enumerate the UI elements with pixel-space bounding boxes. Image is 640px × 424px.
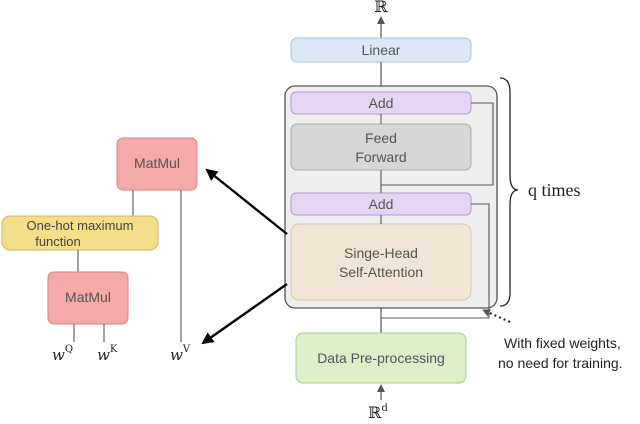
preprocessing-box [295,332,467,384]
wk-symbol: wK [97,344,118,364]
expand-arrow-bottom [201,283,288,345]
input-symbol: ℝd [368,403,388,422]
note-dotted-arrow [482,309,511,323]
residual-path-bottom [381,203,490,319]
matmul-bottom-box [47,271,129,325]
output-symbol: ℝ [374,0,388,16]
wv-symbol: wV [170,344,191,364]
linear-label: Linear [362,42,401,58]
add-bottom-label: Add [369,196,394,212]
self-attention-label-line1: Singe-Head [344,245,418,261]
matmul-bottom-label: MatMul [65,289,111,305]
note-line2: no need for training. [498,355,623,371]
feed-forward-label-line1: Feed [365,130,397,146]
repeat-brace [499,77,519,307]
onehot-max-box [1,215,159,251]
matmul-top-box [116,137,198,191]
matmul-top-label: MatMul [134,155,180,171]
residual-path-top [381,102,494,186]
note-line1: With fixed weights, [504,335,621,351]
self-attention-label-line2: Self-Attention [339,264,423,280]
repeat-label: q times [528,180,581,200]
preprocessing-label: Data Pre-processing [317,350,445,366]
onehot-label-line2: function [35,234,81,249]
add-top-label: Add [369,95,394,111]
self-attention-box [290,223,472,301]
wq-symbol: wQ [52,344,73,364]
expand-arrow-top [205,168,288,235]
onehot-label-line1: One-hot maximum [27,218,134,233]
feed-forward-label-line2: Forward [355,149,406,165]
